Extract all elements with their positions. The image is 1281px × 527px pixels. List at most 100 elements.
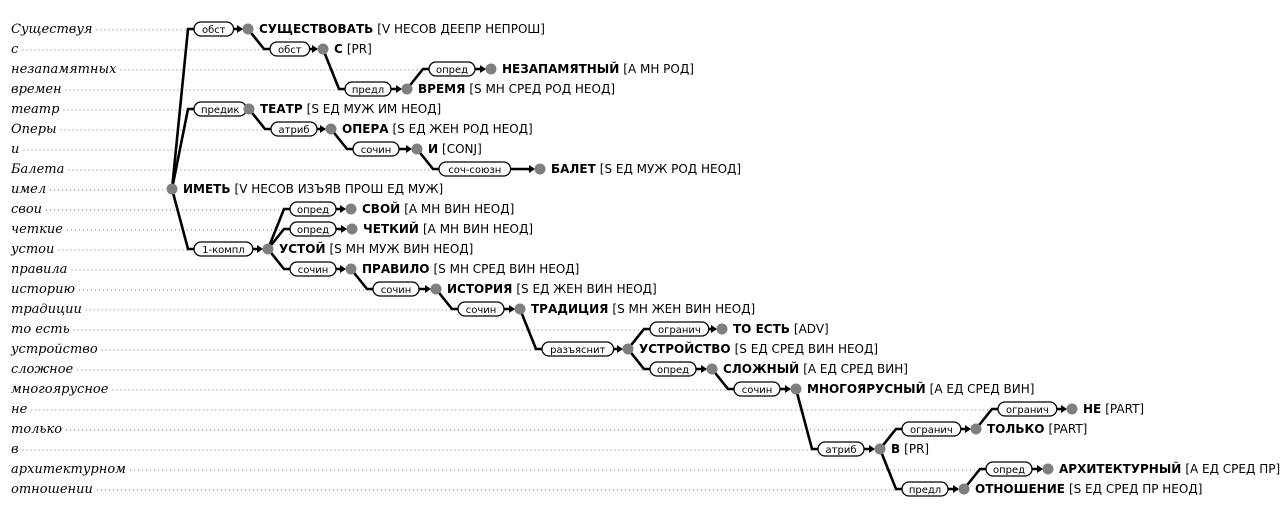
- node-tags: [PART]: [1049, 422, 1088, 436]
- relation-pill: [289, 221, 337, 237]
- arrowhead: [340, 205, 346, 213]
- node-tags: [S МН ЖЕН ВИН НЕОД]: [612, 302, 755, 316]
- word-token: устои: [10, 242, 54, 257]
- node-lemma: ВРЕМЯ: [418, 82, 465, 96]
- tree-node: [716, 323, 728, 335]
- arrowhead: [312, 45, 318, 53]
- word-token: то есть: [11, 322, 70, 337]
- relation-label: разъяснит: [550, 345, 605, 356]
- relation-pill: [997, 401, 1058, 417]
- arrowhead: [425, 285, 431, 293]
- tree-node: [345, 203, 357, 215]
- node-lemma: СЛОЖНЫЙ: [723, 361, 799, 376]
- tree-node: [243, 103, 255, 115]
- node-lemma: ИСТОРИЯ: [447, 282, 512, 296]
- arrowhead: [529, 165, 535, 173]
- words-column: СуществуяснезапамятныхврементеатрОперыиБ…: [10, 22, 126, 497]
- tree-node: [1042, 463, 1054, 475]
- relation-labels: обстобстопредпредлпредикатрибсочинсоч-со…: [193, 21, 1058, 497]
- arrowhead: [953, 485, 959, 493]
- node-lemma: НЕЗАПАМЯТНЫЙ: [502, 61, 619, 76]
- node-lemma: ОПЕРА: [342, 122, 389, 136]
- node-lemma: НЕ: [1083, 402, 1101, 416]
- word-token: не: [11, 402, 28, 417]
- arrowhead: [701, 365, 707, 373]
- node-tags: [A ЕД СРЕД ВИН]: [803, 362, 908, 376]
- relation-pill: [649, 361, 697, 377]
- node-lemma: В: [891, 442, 900, 456]
- node-tags: [S МН МУЖ ВИН НЕОД]: [330, 242, 474, 256]
- tree-node: [622, 343, 634, 355]
- tree-node: [514, 303, 526, 315]
- tree-node: [401, 83, 413, 95]
- tree-node: [317, 43, 329, 55]
- node-lemma: ТРАДИЦИЯ: [531, 302, 608, 316]
- node-tags: [S ЕД ЖЕН ВИН НЕОД]: [516, 282, 656, 296]
- arrowhead: [320, 125, 326, 133]
- node-lemma: БАЛЕТ: [551, 162, 597, 176]
- relation-pill: [457, 301, 505, 317]
- node-lemma: И: [428, 142, 438, 156]
- node-tags: [S ЕД СРЕД ПР НЕОД]: [1069, 482, 1202, 496]
- word-token: и: [11, 142, 19, 157]
- node-lemma: ТЕАТР: [260, 102, 303, 116]
- tree-node: [970, 423, 982, 435]
- arrowhead: [341, 225, 347, 233]
- arrowhead: [869, 445, 875, 453]
- word-token: театр: [11, 102, 60, 117]
- node-tags: [ADV]: [794, 322, 829, 336]
- node-tags: [S МН СРЕД РОД НЕОД]: [469, 82, 615, 96]
- relation-label: опред: [297, 205, 329, 216]
- word-token: незапамятных: [11, 62, 117, 77]
- node-tags: [S ЕД СРЕД ВИН НЕОД]: [735, 342, 878, 356]
- node-tags: [A МН ВИН НЕОД]: [423, 222, 533, 236]
- arrowhead: [237, 25, 243, 33]
- arrowhead: [257, 245, 263, 253]
- relation-label: соч-союзн: [448, 165, 501, 176]
- relation-label: обст: [278, 45, 302, 56]
- relation-label: предик: [201, 105, 240, 116]
- word-token: четкие: [11, 222, 63, 237]
- node-tags: [A ЕД СРЕД ВИН]: [930, 382, 1035, 396]
- word-token: архитектурном: [11, 462, 126, 477]
- node-lemma: ЧЕТКИЙ: [363, 221, 419, 236]
- node-tags: [PR]: [347, 42, 372, 56]
- arrowhead: [965, 425, 971, 433]
- relation-label: опред: [657, 365, 689, 376]
- nodes: СУЩЕСТВОВАТЬ[V НЕСОВ ДЕЕПР НЕПРОШ]С[PR]Н…: [166, 22, 1280, 496]
- tree-node: [242, 23, 254, 35]
- relation-label: огранич: [658, 325, 701, 336]
- word-token: только: [11, 422, 62, 437]
- relation-pill: [901, 421, 962, 437]
- relation-label: сочин: [742, 385, 773, 396]
- word-token: в: [11, 442, 19, 457]
- word-token: многоярусное: [11, 382, 109, 397]
- relation-label: атриб: [279, 125, 310, 136]
- tree-node: [790, 383, 802, 395]
- word-token: Балета: [10, 162, 64, 177]
- node-lemma: ОТНОШЕНИЕ: [975, 482, 1065, 496]
- word-token: с: [11, 42, 19, 57]
- tree-node: [345, 263, 357, 275]
- node-lemma: УСТОЙ: [279, 241, 326, 256]
- relation-pill: [438, 161, 512, 177]
- word-token: Оперы: [11, 122, 57, 137]
- word-token: правила: [11, 262, 67, 277]
- word-token: традиции: [11, 302, 82, 317]
- relation-pill: [541, 341, 615, 357]
- node-lemma: ТОЛЬКО: [987, 422, 1045, 436]
- tree-node: [485, 63, 497, 75]
- node-tags: [A МН ВИН НЕОД]: [404, 202, 514, 216]
- arrowhead: [785, 385, 791, 393]
- arrowhead: [1061, 405, 1067, 413]
- node-lemma: ПРАВИЛО: [362, 262, 429, 276]
- relation-label: огранич: [910, 425, 953, 436]
- relation-label: 1-компл: [202, 245, 245, 256]
- relation-pill: [270, 121, 318, 137]
- arrowhead: [1037, 465, 1043, 473]
- node-lemma: ИМЕТЬ: [183, 182, 231, 196]
- node-tags: [CONJ]: [442, 142, 482, 156]
- node-lemma: АРХИТЕКТУРНЫЙ: [1059, 461, 1181, 476]
